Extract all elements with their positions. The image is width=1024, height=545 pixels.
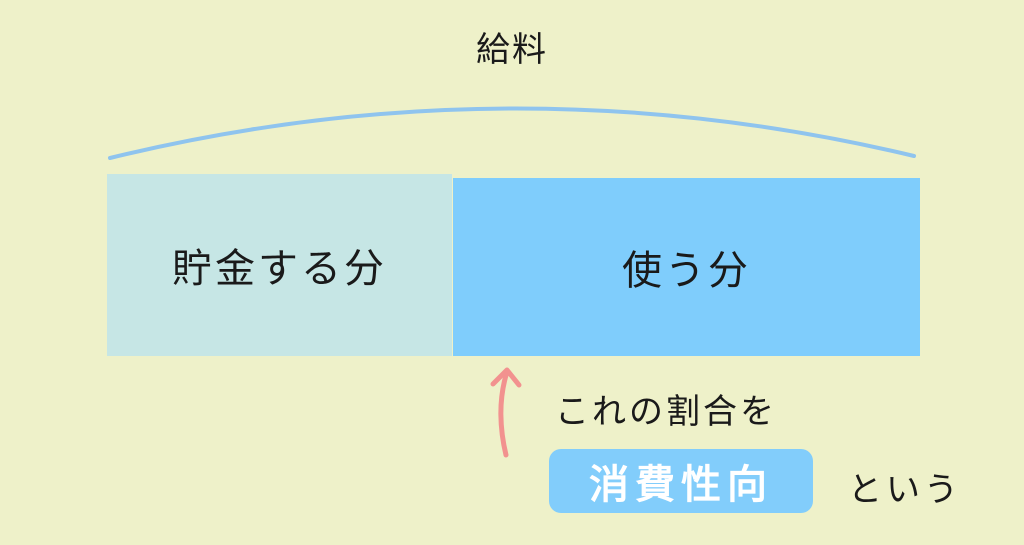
- note-text-line1: これの割合を: [555, 392, 777, 432]
- savings-segment-label: 貯金する分: [172, 246, 387, 292]
- savings-segment: 貯金する分: [107, 174, 452, 356]
- diagram-title: 給料: [476, 30, 548, 70]
- term-badge: 消費性向: [549, 449, 813, 513]
- spending-segment: 使う分: [453, 178, 920, 356]
- note-text-line2: という: [848, 470, 962, 510]
- term-text: 消費性向: [589, 462, 773, 508]
- spending-segment-label: 使う分: [622, 248, 751, 294]
